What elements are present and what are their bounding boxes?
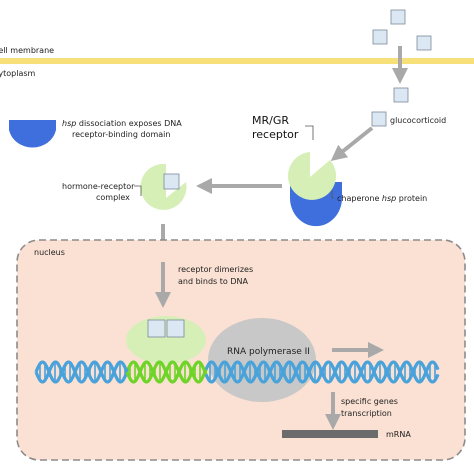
hsp-dissociation-label-line1: hsp dissociation exposes DNA xyxy=(62,119,182,128)
dna-backbone xyxy=(34,360,129,384)
glucocorticoid-square xyxy=(416,35,432,51)
receptor-leader-line xyxy=(305,125,314,140)
dna-backbone xyxy=(204,360,440,384)
glucocorticoid-square xyxy=(372,29,388,45)
mrna-strand xyxy=(282,430,378,438)
membrane-label: cell membrane xyxy=(0,46,54,55)
mrna-label: mRNA xyxy=(386,430,411,439)
glucocorticoid-square xyxy=(393,87,409,103)
glucocorticoid-label: glucocorticoid xyxy=(390,116,446,125)
nucleus-label: nucleus xyxy=(34,248,65,257)
complex-label-line1: hormone-receptor xyxy=(62,182,135,191)
polymerase-label: RNA polymerase II xyxy=(227,347,310,357)
dimer-glucocorticoid xyxy=(147,319,166,338)
cytoplasm-label: cytoplasm xyxy=(0,69,36,78)
glucocorticoid-square xyxy=(371,111,387,127)
glucocorticoid-square xyxy=(390,9,406,25)
dimerize-label-line1: receptor dimerizes xyxy=(178,265,253,274)
rna-polymerase xyxy=(208,318,316,402)
chaperone-leader-line xyxy=(331,190,334,199)
dimer-glucocorticoid xyxy=(166,319,185,338)
transcription-label-line1: specific genes xyxy=(341,397,398,406)
complex-leader-line xyxy=(134,185,142,196)
hsp-dissociation-label-line2: receptor-binding domain xyxy=(72,130,170,139)
receptor-label-line1: MR/GR xyxy=(252,114,289,127)
dna-helix xyxy=(34,360,440,384)
cell-membrane xyxy=(0,58,474,64)
complex-label-line2: complex xyxy=(96,193,130,202)
transcription-label-line2: transcription xyxy=(341,409,392,418)
dissociated-hsp xyxy=(9,120,56,148)
dna-backbone xyxy=(34,360,129,384)
chaperone-label: chaperone hsp protein xyxy=(337,194,427,203)
bound-glucocorticoid xyxy=(163,173,180,190)
receptor-protein xyxy=(288,152,337,200)
binding-arrow xyxy=(330,126,374,161)
hormone-receptor-complex xyxy=(140,163,187,210)
dimerize-label-line2: and binds to DNA xyxy=(178,277,248,286)
receptor-dimer xyxy=(126,316,206,364)
dna-backbone xyxy=(125,360,208,384)
receptor-label-line2: receptor xyxy=(252,128,299,141)
